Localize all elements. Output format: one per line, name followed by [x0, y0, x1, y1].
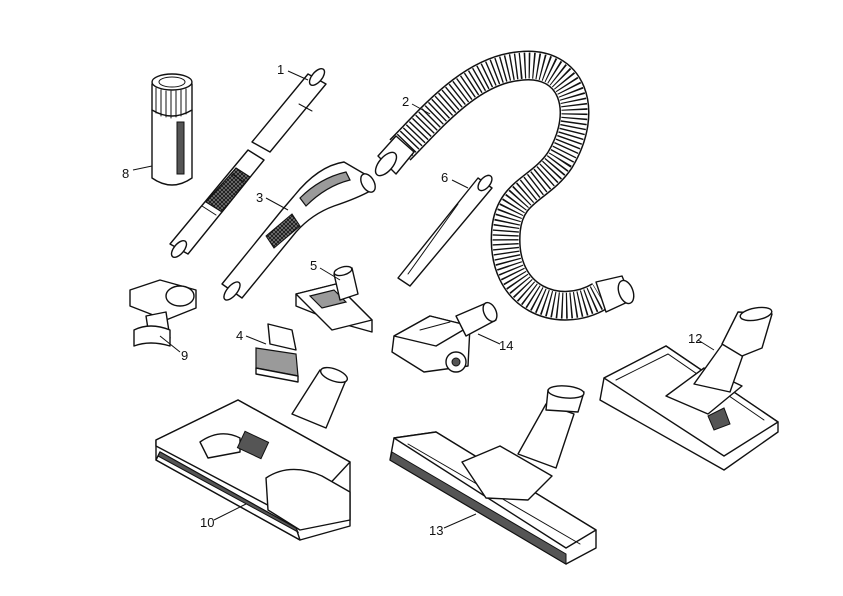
part-label-13: 13: [429, 523, 443, 538]
part-4-small-nozzle: [255, 323, 299, 383]
part-label-6: 6: [441, 170, 448, 185]
part-14-turbo-brush: [391, 301, 498, 373]
part-1-extension-tube: [169, 67, 327, 259]
part-label-9: 9: [181, 348, 188, 363]
part-labels: 1 2 3 4 5 6 8 9 10 12 13 14: [122, 62, 702, 538]
part-2-hose: [374, 50, 635, 321]
part-label-1: 1: [277, 62, 284, 77]
part-label-12: 12: [688, 331, 702, 346]
part-9-clip-holder: [129, 279, 197, 347]
nozzle-pedal-icon: [236, 430, 270, 460]
part-10-floor-nozzle: [155, 366, 351, 541]
part-13-floor-nozzle: [389, 385, 597, 565]
part-3-handle: [221, 161, 376, 301]
leader-lines: [132, 70, 715, 529]
part-label-10: 10: [200, 515, 214, 530]
part-label-4: 4: [236, 328, 243, 343]
can-label-icon: [176, 121, 185, 175]
part-5-upholstery-nozzle: [295, 265, 373, 333]
part-label-5: 5: [310, 258, 317, 273]
part-label-14: 14: [499, 338, 513, 353]
part-label-2: 2: [402, 94, 409, 109]
part-label-3: 3: [256, 190, 263, 205]
part-label-8: 8: [122, 166, 129, 181]
part-6-crevice-tool: [397, 174, 493, 287]
part-12-floor-nozzle: [599, 306, 779, 471]
part-8-can: [151, 73, 193, 186]
